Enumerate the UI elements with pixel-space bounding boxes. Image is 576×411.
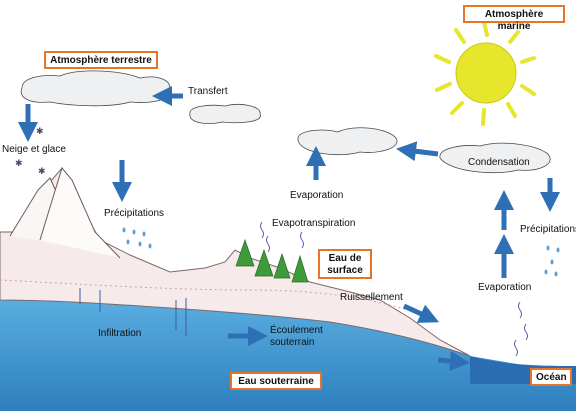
raindrops-left-icon: [123, 228, 152, 249]
box-atmosphere-terrestre: Atmosphère terrestre: [44, 51, 158, 69]
label-transfert: Transfert: [188, 86, 228, 98]
cloud-small: [190, 104, 261, 123]
label-evaporation-center: Evaporation: [290, 190, 343, 202]
cloud-center: [298, 128, 397, 155]
box-eau-de-surface: Eau de surface: [318, 249, 372, 279]
box-atmosphere-marine: Atmosphère marine: [463, 5, 565, 23]
label-evapotranspiration: Evapotranspiration: [272, 218, 355, 230]
svg-text:✱: ✱: [36, 127, 44, 137]
box-ocean: Océan: [530, 368, 572, 386]
label-ruissellement: Ruissellement: [340, 292, 403, 304]
label-precipitations-right: Précipitations: [520, 224, 576, 236]
arrow-condensation-to-center: [406, 150, 438, 154]
svg-text:✱: ✱: [15, 159, 23, 169]
label-neige-et-glace: Neige et glace: [2, 144, 66, 156]
label-infiltration: Infiltration: [98, 328, 141, 340]
arrow-to-ocean: [438, 360, 460, 362]
label-condensation: Condensation: [468, 157, 530, 169]
box-eau-souterraine: Eau souterraine: [230, 372, 322, 390]
label-ecoulement-line1: Écoulement: [270, 325, 323, 337]
raindrops-right-icon: [545, 246, 560, 277]
sun-icon: [436, 22, 534, 124]
svg-text:✱: ✱: [38, 167, 46, 177]
label-evaporation-right: Evaporation: [478, 282, 531, 294]
label-ecoulement-line2: souterrain: [270, 337, 314, 349]
label-precipitations-left: Précipitations: [104, 208, 164, 220]
cloud-top-left: [21, 71, 170, 106]
